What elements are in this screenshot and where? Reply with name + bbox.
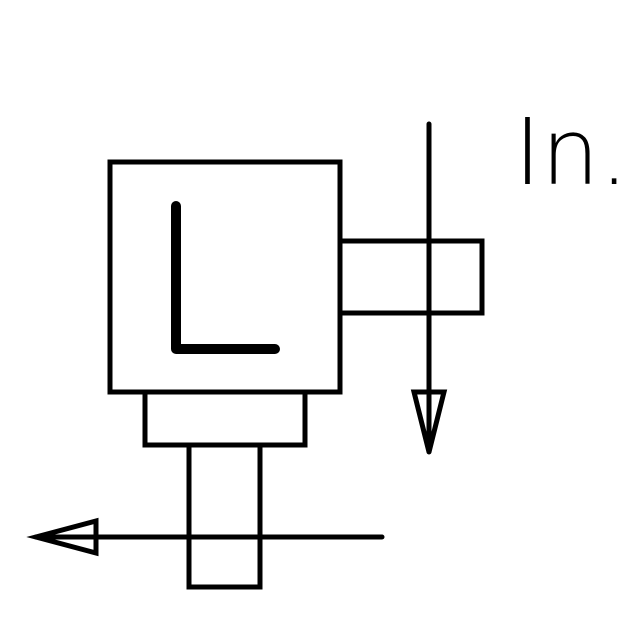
output-flange: [142, 389, 308, 448]
input-shaft: [337, 238, 485, 316]
output-arrow-head: [26, 517, 99, 557]
input-label: In.: [514, 99, 629, 206]
arrow-left-icon: [26, 517, 385, 557]
arrow-down-icon: [410, 121, 448, 455]
input-arrow-head: [410, 389, 448, 453]
output-shaft: [186, 442, 263, 590]
gearbox-housing: [107, 159, 343, 395]
gearbox-letter-l: [171, 201, 280, 354]
